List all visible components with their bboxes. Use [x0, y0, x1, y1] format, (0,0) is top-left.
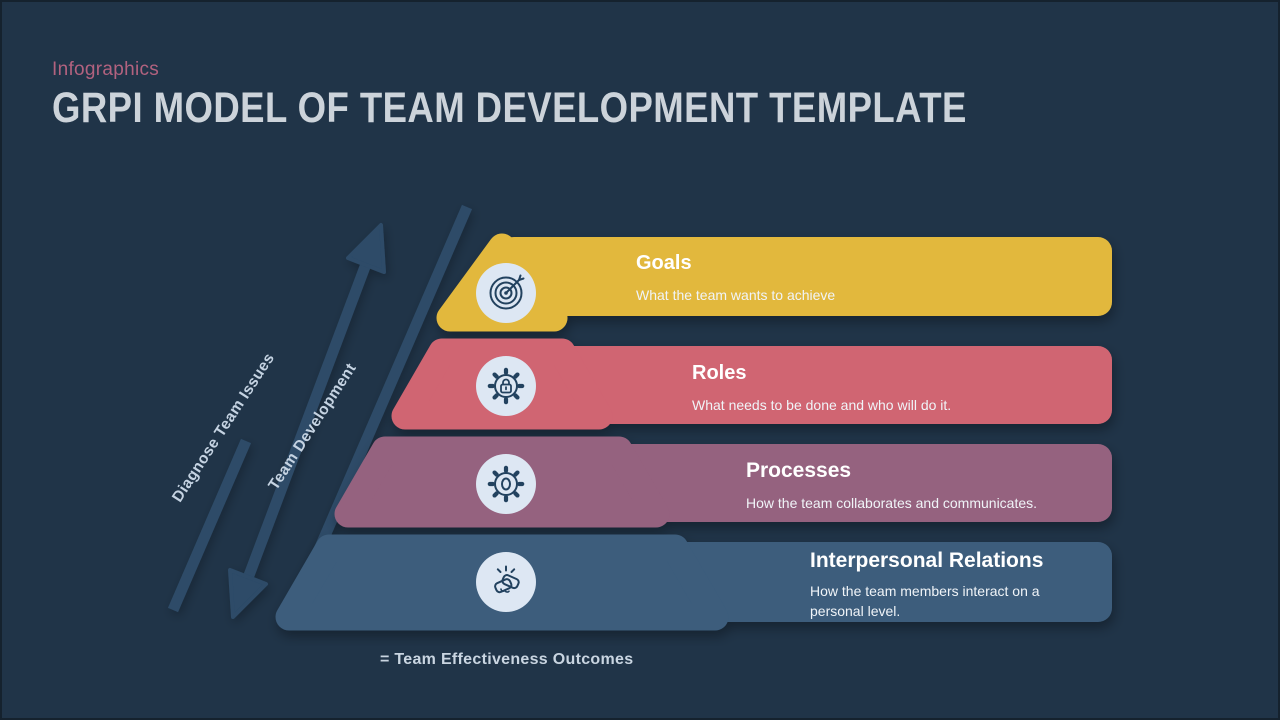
layer-roles [391, 338, 1112, 430]
left-diagonal-line [167, 438, 252, 613]
diagonal-guides [167, 204, 473, 613]
interpersonal-title: Interpersonal Relations [810, 549, 1044, 572]
double-headed-arrow [228, 223, 386, 619]
roles-description: What needs to be done and who will do it… [692, 397, 952, 413]
roles-title: Roles [692, 362, 747, 384]
layer-interpersonal [275, 534, 1112, 631]
goals-description: What the team wants to achieve [636, 287, 836, 303]
processes-icon-circle [476, 454, 536, 514]
target-icon [489, 274, 525, 310]
right-diagonal-line [296, 204, 473, 592]
page-title: GRPI MODEL OF TEAM DEVELOPMENT TEMPLATE [52, 84, 967, 132]
arrow-head-up-icon [346, 223, 386, 274]
gear-lock-icon [487, 367, 525, 405]
arrow-head-down-icon [228, 568, 268, 619]
eyebrow-label: Infographics [52, 59, 160, 80]
processes-description: How the team collaborates and communicat… [746, 495, 1038, 511]
layer-processes [334, 436, 1112, 528]
interpersonal-description: How the team members interact on a perso… [810, 583, 1040, 620]
roles-bar [500, 346, 1112, 424]
layer-goals [436, 233, 1112, 332]
team-effectiveness-legend: = Team Effectiveness Outcomes [380, 651, 634, 668]
arrow-shaft [242, 262, 372, 580]
roles-icon-circle [476, 356, 536, 416]
interpersonal-icon-circle [476, 552, 536, 612]
handshake-icon [494, 565, 520, 594]
goals-title: Goals [636, 252, 692, 274]
goals-bar [500, 237, 1112, 316]
processes-title: Processes [746, 459, 852, 482]
gear-icon [487, 465, 525, 503]
